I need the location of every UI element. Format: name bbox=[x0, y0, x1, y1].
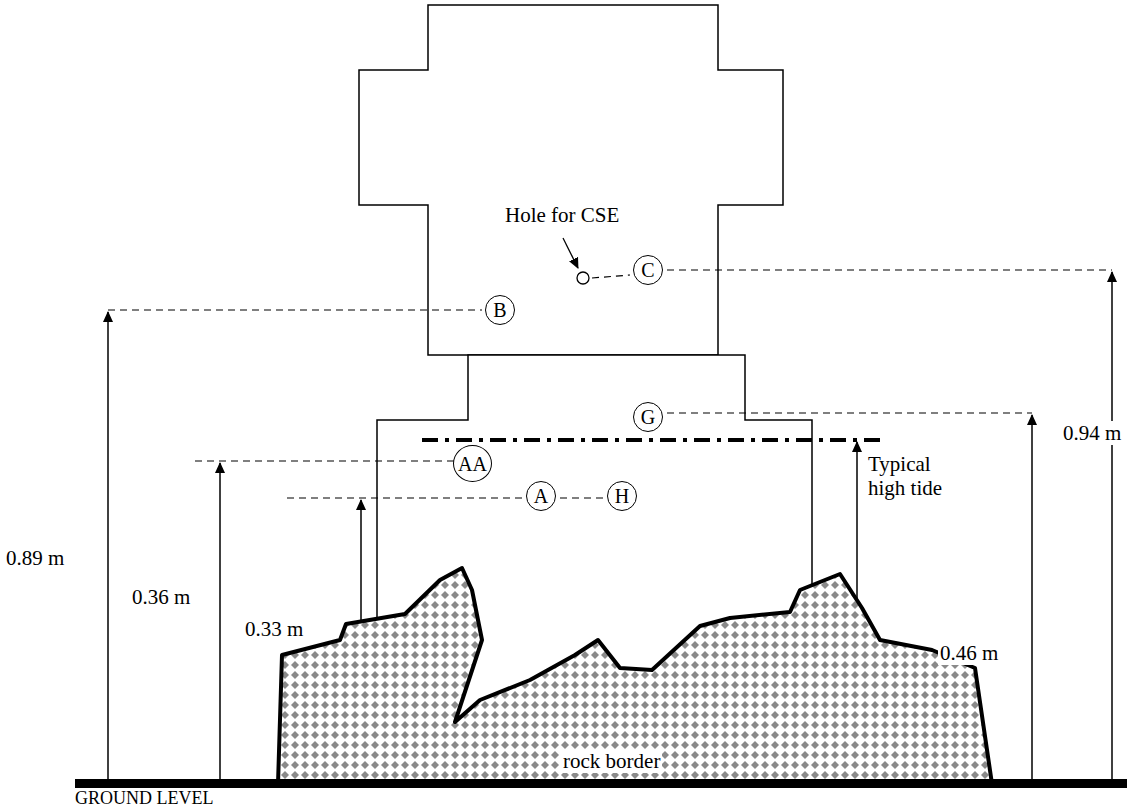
point-letter: G bbox=[641, 407, 655, 427]
point-marker: A bbox=[526, 481, 556, 511]
point-marker: H bbox=[607, 481, 637, 511]
point-letter: B bbox=[493, 300, 506, 320]
ground-label: GROUND LEVEL bbox=[75, 789, 213, 807]
point-marker: G bbox=[633, 402, 663, 432]
point-marker: C bbox=[633, 255, 663, 285]
dimension: 0.33 m bbox=[243, 617, 305, 641]
dimension: 0.46 m bbox=[938, 641, 1000, 665]
dimension: 0.36 m bbox=[130, 585, 192, 609]
dimension: 0.89 m bbox=[4, 546, 66, 570]
region-label: rock border bbox=[561, 749, 662, 773]
callout-text: Hole for CSE bbox=[505, 203, 619, 227]
point-marker: AA bbox=[453, 445, 492, 482]
point-letter: AA bbox=[458, 454, 487, 474]
dimension: 0.94 m bbox=[1061, 421, 1123, 445]
level-note: Typical high tide bbox=[868, 452, 963, 500]
rock-border: rock border bbox=[561, 750, 662, 773]
point-letter: H bbox=[615, 486, 629, 506]
point-letter: C bbox=[641, 260, 654, 280]
point-letter: A bbox=[534, 486, 548, 506]
point-marker: B bbox=[485, 295, 515, 325]
